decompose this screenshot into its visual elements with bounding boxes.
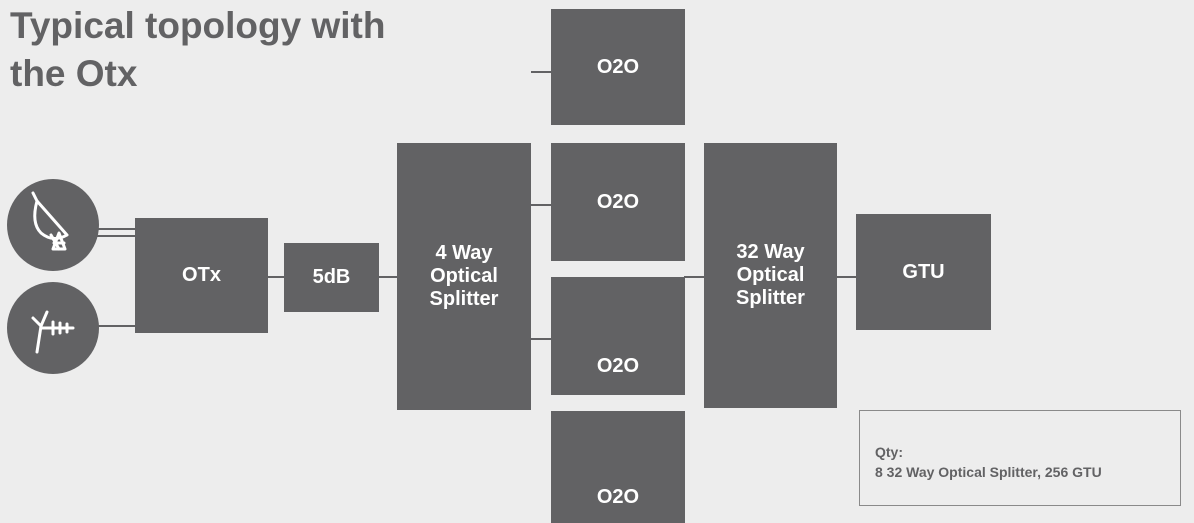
o2o-box: O2O [551,277,685,395]
antenna-icon [31,310,75,354]
quantity-note: Qty: 8 32 Way Optical Splitter, 256 GTU [859,410,1181,506]
o2o-label: O2O [596,55,640,78]
satellite-dish-icon [31,191,69,251]
page-title: Typical topology with the Otx [10,2,385,98]
quantity-label: Qty: [875,444,903,460]
splitter-4way-label: 4 Way Optical Splitter [429,242,499,310]
title-line-2: the Otx [10,53,138,94]
splitter-32way-box: 32 Way Optical Splitter [704,143,837,408]
o2o-label: O2O [596,485,640,508]
o2o-label: O2O [596,190,640,213]
quantity-text: 8 32 Way Optical Splitter, 256 GTU [875,464,1102,480]
antenna-node [7,282,99,374]
gtu-box: GTU [856,214,991,330]
o2o-box: O2O [551,143,685,261]
attenuator-label: 5dB [312,266,351,288]
o2o-box: O2O [551,411,685,523]
gtu-label: GTU [902,260,945,283]
title-line-1: Typical topology with [10,5,386,46]
attenuator-box: 5dB [284,243,379,312]
satellite-dish-node [7,179,99,271]
otx-label: OTx [182,264,221,286]
otx-box: OTx [135,218,268,333]
o2o-label: O2O [596,354,640,377]
o2o-box: O2O [551,9,685,125]
splitter-4way-box: 4 Way Optical Splitter [397,143,531,410]
splitter-32way-label: 32 Way Optical Splitter [736,241,805,309]
